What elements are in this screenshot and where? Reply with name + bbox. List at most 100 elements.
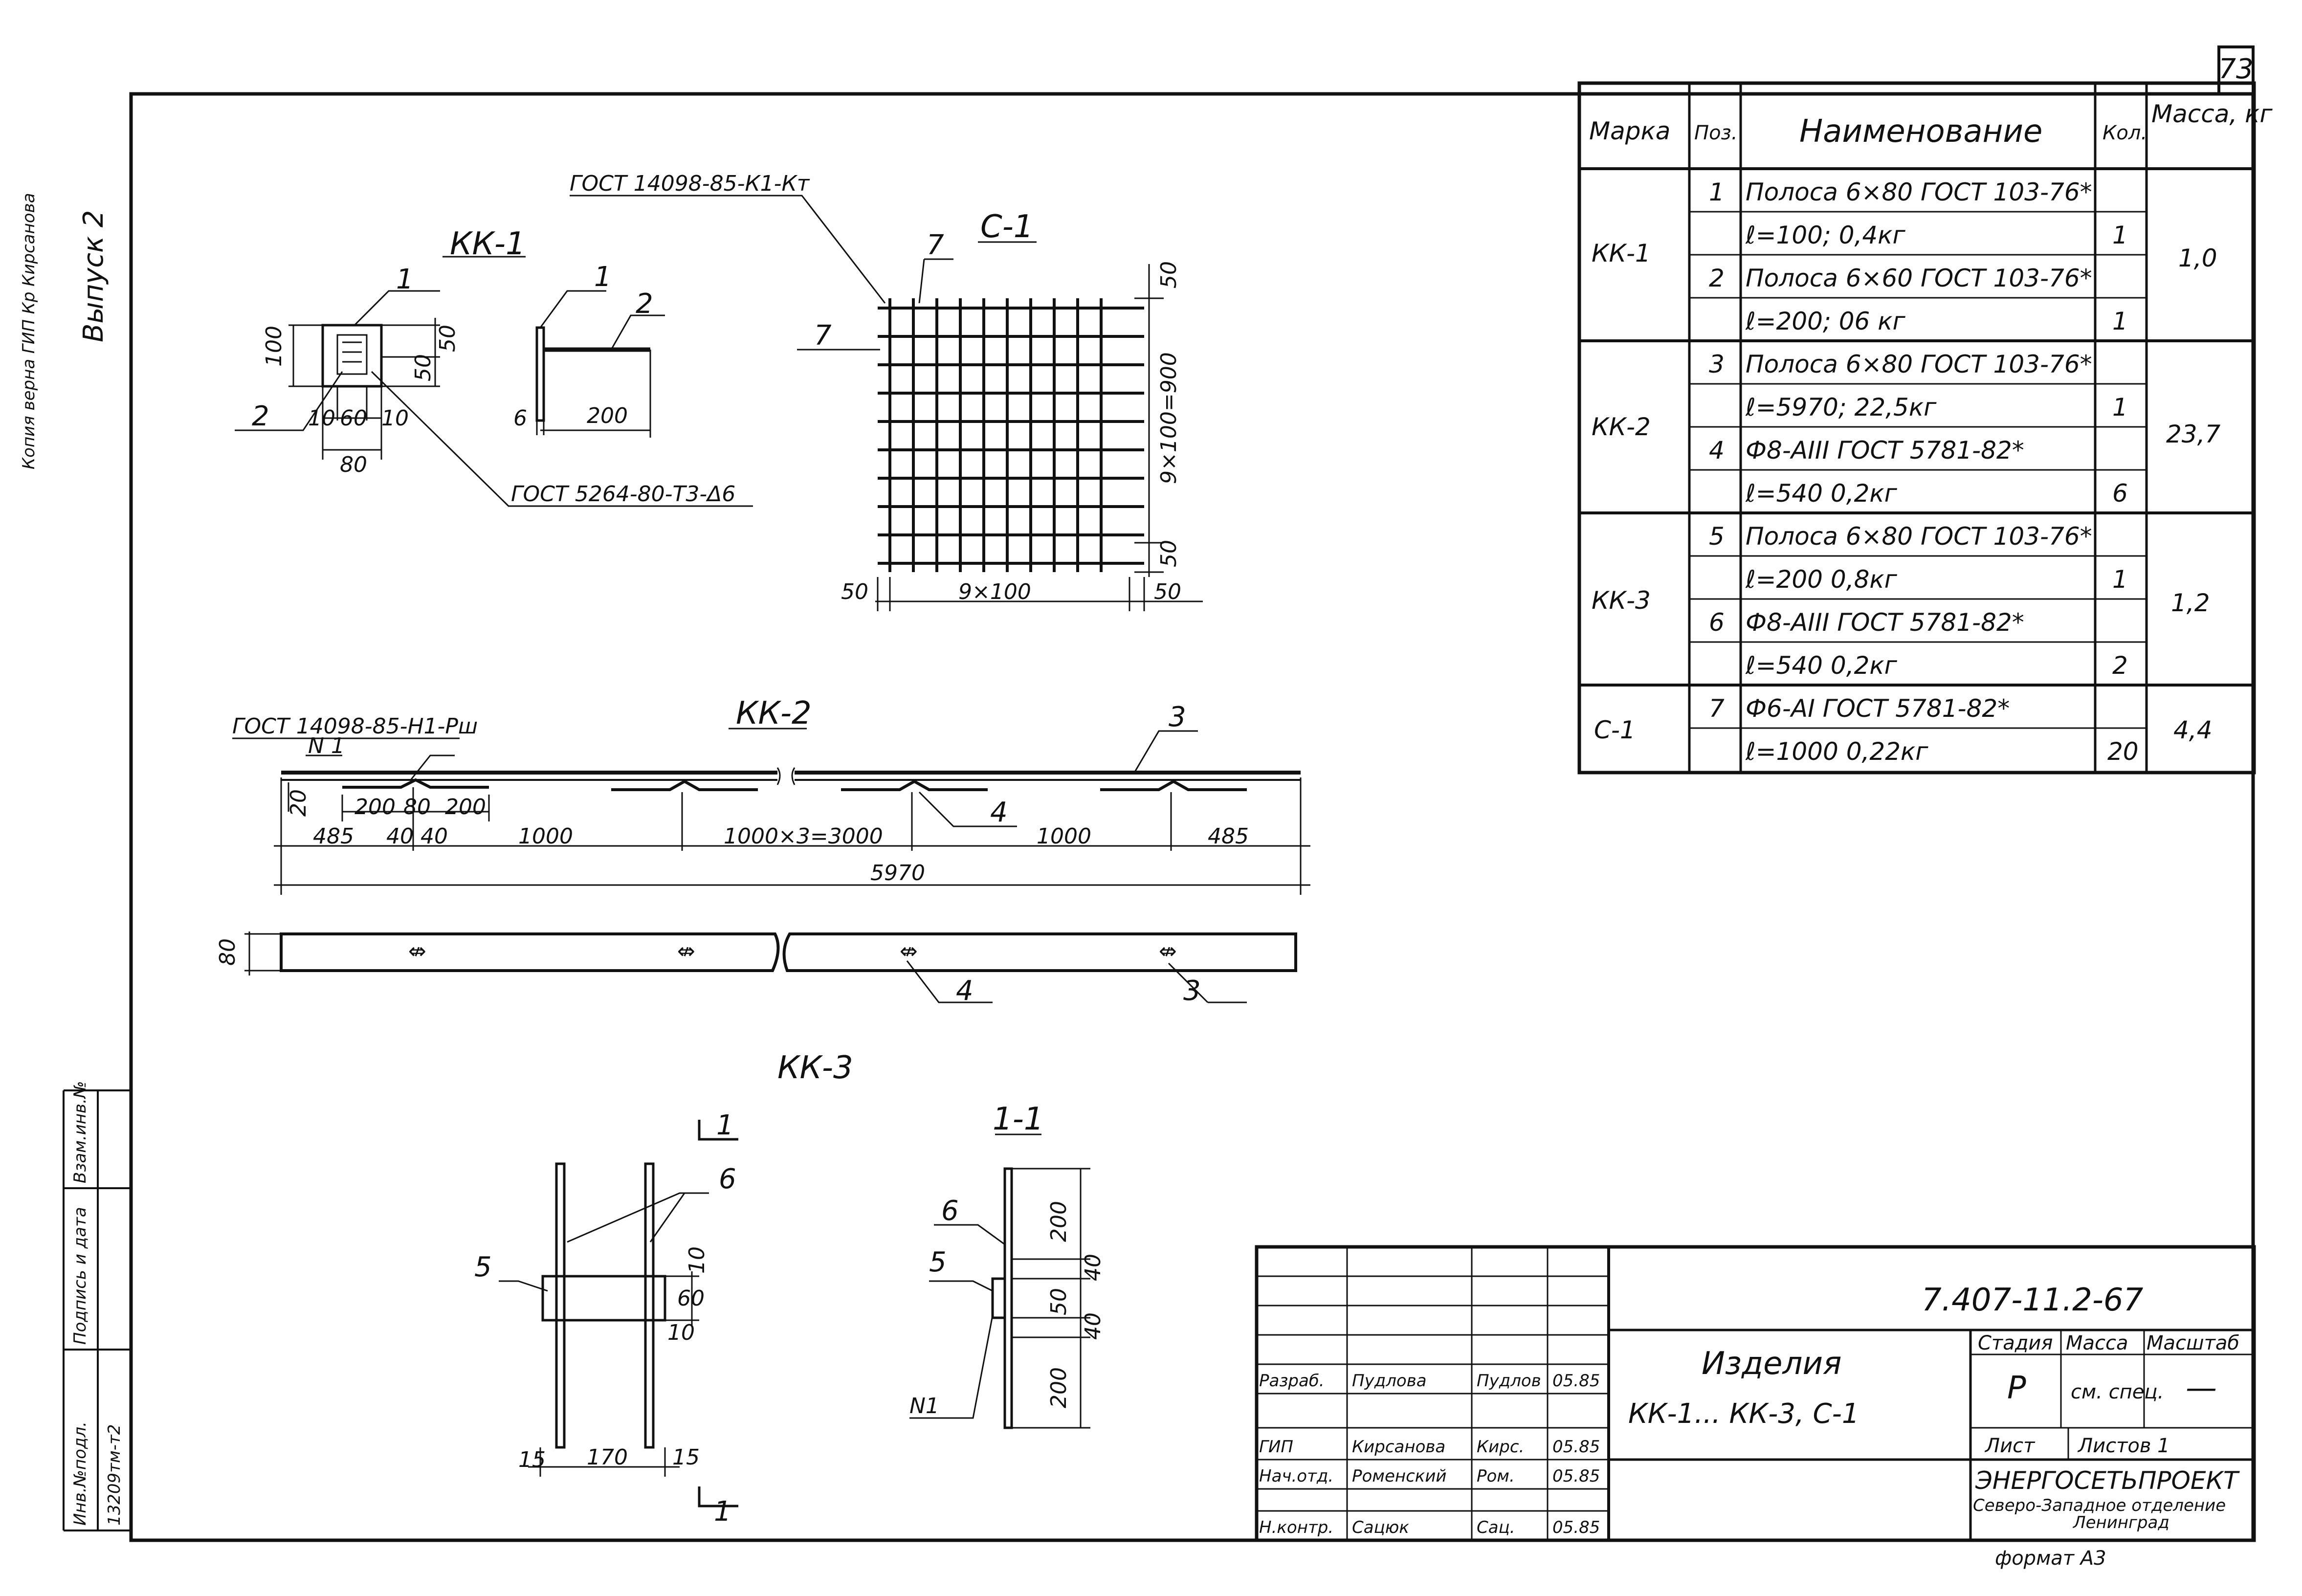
section-1-1-dim-50: 50	[1046, 1288, 1071, 1315]
section-1-1-node-n1: N1	[909, 1394, 939, 1419]
c1-dim-50-left: 50	[841, 579, 868, 604]
margin-certification-note: Копия верна ГИП Кр Кирсанова	[19, 193, 39, 469]
c1-title: С-1	[980, 209, 1034, 245]
kk3-dim-10a: 10	[685, 1246, 709, 1274]
kk1-side-leader-1: 1	[594, 261, 612, 293]
spec-item-name: Ф8-АIII ГОСТ 5781-82*	[1746, 436, 2024, 465]
kk1-dim-80: 80	[340, 452, 367, 477]
kk2-dim-485b: 485	[1208, 824, 1249, 849]
kk2-elevation	[232, 728, 1310, 895]
kk3-dim-15a: 15	[518, 1447, 546, 1472]
spec-header-mass: Масса, кг	[2151, 100, 2273, 128]
inv-no-label: Инв.№подл.	[70, 1421, 90, 1526]
col-mass-label: Масса	[2066, 1332, 2128, 1354]
spec-mass-c1: 4,4	[2173, 716, 2213, 744]
spec-table-grid	[1577, 81, 2256, 775]
kk2-weld-symbol-2: ⇎	[677, 939, 695, 964]
kk1-leader-1: 1	[396, 264, 414, 295]
spec-pos: 4	[1709, 436, 1725, 465]
kk3-title: КК-3	[777, 1050, 853, 1086]
spec-mark-kk3: КК-3	[1592, 586, 1651, 615]
page-number: 73	[2218, 53, 2253, 85]
spec-qty: 2	[2112, 651, 2128, 680]
kk3-dim-60: 60	[677, 1286, 705, 1311]
kk3-dim-10b: 10	[667, 1320, 695, 1345]
signer-role: Нач.отд.	[1259, 1466, 1333, 1486]
sheet-label: Лист	[1984, 1435, 2036, 1457]
kk1-dim-10b: 10	[381, 406, 409, 431]
spec-pos: 3	[1709, 350, 1725, 378]
kk1-dim-6: 6	[513, 406, 527, 431]
signer-sign: Пудлов	[1477, 1371, 1541, 1391]
c1-dim-900: 9×100=900	[1156, 352, 1181, 484]
kk2-node-mark: N 1	[308, 733, 345, 758]
kk1-view	[235, 256, 753, 507]
kk2-leader-3-top: 3	[1169, 701, 1186, 733]
spec-pos: 7	[1709, 694, 1725, 723]
org-line3: Ленинград	[2072, 1513, 2169, 1532]
signer-role: ГИП	[1259, 1437, 1293, 1457]
spec-pos: 2	[1709, 264, 1725, 292]
spec-mass-kk2: 23,7	[2166, 420, 2221, 448]
spec-item-name: Полоса 6×80 ГОСТ 103-76*	[1746, 350, 2092, 378]
product-title: Изделия	[1702, 1346, 1842, 1382]
spec-mark-c1: С-1	[1594, 716, 1636, 744]
c1-mesh	[570, 195, 1203, 611]
c1-dim-50-top: 50	[1156, 261, 1181, 288]
signer-date: 05.85	[1552, 1466, 1600, 1486]
kk2-leader-3-plan: 3	[1183, 975, 1201, 1007]
signer-sign: Ром.	[1477, 1466, 1515, 1486]
spec-item-name: Ф6-АI ГОСТ 5781-82*	[1746, 694, 2010, 723]
kk3-leader-6: 6	[719, 1163, 736, 1195]
sheet-frame	[63, 45, 2255, 1542]
kk2-dim-40a: 40	[386, 824, 414, 849]
kk2-dim-5970: 5970	[870, 861, 925, 886]
kk1-dim-100: 100	[262, 326, 287, 367]
spec-item-name: Полоса 6×80 ГОСТ 103-76*	[1746, 522, 2092, 551]
c1-dim-50-bottom: 50	[1156, 540, 1181, 567]
kk2-weld-symbol-3: ⇎	[900, 939, 918, 964]
inv-no-value: 13209тм-т2	[105, 1424, 124, 1526]
kk2-dim-3000: 1000×3=3000	[724, 824, 883, 849]
section-1-1-dim-200-bottom: 200	[1046, 1367, 1071, 1408]
c1-leader-7b: 7	[814, 320, 832, 352]
signer-date: 05.85	[1552, 1437, 1600, 1457]
kk2-dim-485a: 485	[313, 824, 354, 849]
section-1-1-view	[909, 1133, 1090, 1429]
section-1-1-dim-200-top: 200	[1046, 1201, 1071, 1242]
sign-date-label: Подпись и дата	[70, 1207, 90, 1345]
kk3-dim-15b: 15	[672, 1445, 700, 1470]
kk3-section-mark-bottom: 1	[714, 1496, 731, 1528]
spec-header-pos: Поз.	[1694, 122, 1738, 144]
margin-issue-note: Выпуск 2	[78, 210, 110, 342]
c1-weld-gost: ГОСТ 14098-85-К1-Кт	[570, 171, 810, 196]
c1-leader-7a: 7	[927, 229, 944, 261]
signer-name: Кирсанова	[1352, 1437, 1445, 1457]
signer-date: 05.85	[1552, 1371, 1600, 1391]
spec-mark-kk1: КК-1	[1592, 239, 1651, 267]
spec-pos: 5	[1709, 522, 1725, 551]
c1-dim-50-right: 50	[1154, 579, 1181, 604]
sheets-label: Листов 1	[2077, 1435, 2170, 1457]
spec-header-name: Наименование	[1799, 113, 2042, 150]
spec-item-name: ℓ=200; 06 кг	[1745, 307, 1905, 335]
spec-qty: 1	[2112, 307, 2128, 335]
kk2-plan	[244, 931, 1297, 1003]
section-1-1-leader-6: 6	[941, 1195, 959, 1227]
kk1-side-leader-2: 2	[636, 288, 653, 320]
kk2-dim-80: 80	[403, 795, 431, 820]
spec-item-name: ℓ=1000 0,22кг	[1745, 737, 1928, 766]
spec-qty: 1	[2112, 565, 2128, 594]
kk3-section-mark-top: 1	[716, 1109, 734, 1141]
kk1-dim-60: 60	[340, 406, 367, 431]
kk1-dim-50a: 50	[435, 325, 460, 352]
section-1-1-title: 1-1	[993, 1101, 1044, 1137]
kk1-title: КК-1	[450, 226, 526, 262]
section-1-1-dim-40-top: 40	[1081, 1254, 1106, 1281]
kk1-dim-50b: 50	[411, 354, 436, 381]
section-1-1-dim-40-bottom: 40	[1081, 1312, 1106, 1340]
spec-qty: 1	[2112, 393, 2128, 421]
kk2-dim-1000b: 1000	[1037, 824, 1091, 849]
org-line2: Северо-Западное отделение	[1973, 1496, 2226, 1515]
